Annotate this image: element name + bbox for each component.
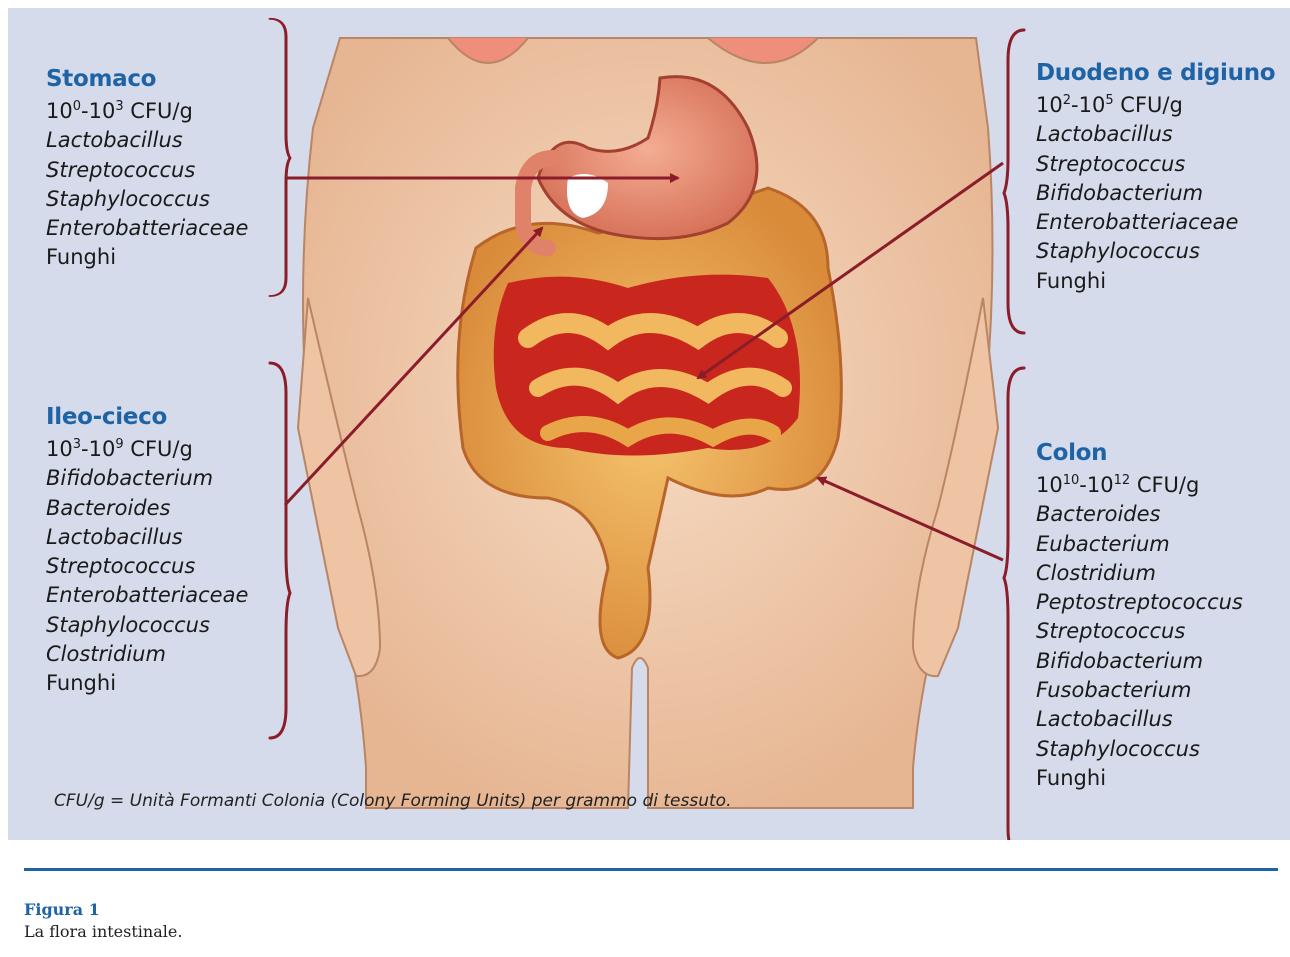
species-item: Streptococcus: [1036, 150, 1286, 179]
species-item: Staphylococcus: [46, 185, 248, 214]
species-item: Clostridium: [46, 640, 248, 669]
species-item: Lactobacillus: [46, 523, 248, 552]
ileo-title: Ileo-cieco: [46, 404, 248, 431]
duodeno-title: Duodeno e digiuno: [1036, 60, 1286, 87]
fungi-item: Funghi: [1036, 764, 1243, 793]
fungi-item: Funghi: [46, 243, 248, 272]
species-item: Enterobatteriaceae: [46, 581, 248, 610]
species-item: Lactobacillus: [1036, 120, 1286, 149]
species-item: Bifidobacterium: [1036, 179, 1286, 208]
stomaco-title: Stomaco: [46, 66, 248, 93]
caption-divider: [24, 868, 1278, 871]
colon-block: Colon 1010-1012 CFU/g Bacteroides Eubact…: [1036, 440, 1243, 793]
stomaco-cfu: 100-103 CFU/g: [46, 97, 248, 126]
species-item: Bifidobacterium: [1036, 647, 1243, 676]
species-item: Enterobatteriaceae: [46, 214, 248, 243]
figure-label: Figura 1: [24, 900, 100, 919]
species-item: Streptococcus: [46, 156, 248, 185]
duodeno-block: Duodeno e digiuno 102-105 CFU/g Lactobac…: [1036, 60, 1286, 296]
species-item: Peptostreptococcus: [1036, 588, 1243, 617]
species-item: Staphylococcus: [46, 611, 248, 640]
fungi-item: Funghi: [46, 669, 248, 698]
species-item: Fusobacterium: [1036, 676, 1243, 705]
figure-caption: La flora intestinale.: [24, 922, 182, 941]
footnote: CFU/g = Unità Formanti Colonia (Colony F…: [54, 791, 731, 811]
species-item: Bifidobacterium: [46, 464, 248, 493]
species-item: Bacteroides: [1036, 500, 1243, 529]
colon-cfu: 1010-1012 CFU/g: [1036, 471, 1243, 500]
species-item: Lactobacillus: [1036, 705, 1243, 734]
species-item: Staphylococcus: [1036, 735, 1243, 764]
ileo-block: Ileo-cieco 103-109 CFU/g Bifidobacterium…: [46, 404, 248, 699]
figure-panel: Stomaco 100-103 CFU/g Lactobacillus Stre…: [8, 8, 1290, 840]
species-item: Enterobatteriaceae: [1036, 208, 1286, 237]
species-item: Streptococcus: [1036, 617, 1243, 646]
fungi-item: Funghi: [1036, 267, 1286, 296]
species-item: Clostridium: [1036, 559, 1243, 588]
species-item: Staphylococcus: [1036, 237, 1286, 266]
species-item: Eubacterium: [1036, 530, 1243, 559]
colon-title: Colon: [1036, 440, 1243, 467]
species-item: Lactobacillus: [46, 126, 248, 155]
ileo-cfu: 103-109 CFU/g: [46, 435, 248, 464]
species-item: Streptococcus: [46, 552, 248, 581]
duodeno-cfu: 102-105 CFU/g: [1036, 91, 1286, 120]
species-item: Bacteroides: [46, 494, 248, 523]
stomaco-block: Stomaco 100-103 CFU/g Lactobacillus Stre…: [46, 66, 248, 273]
